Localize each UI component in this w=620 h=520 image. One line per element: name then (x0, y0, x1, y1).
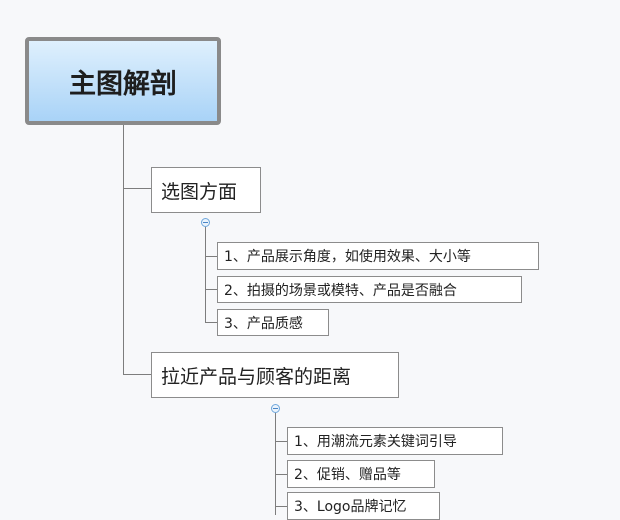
branch-topic-customer-distance[interactable]: 拉近产品与顾客的距离 (151, 352, 399, 398)
subtopic[interactable]: 1、产品展示角度，如使用效果、大小等 (217, 242, 539, 270)
subtopic[interactable]: 1、用潮流元素关键词引导 (287, 427, 503, 455)
branch-topic-label: 选图方面 (161, 180, 238, 203)
connector (205, 289, 217, 290)
branch-topic-image-selection[interactable]: 选图方面 (151, 167, 261, 213)
subtopic-label: 1、用潮流元素关键词引导 (294, 434, 457, 450)
collapse-toggle-icon[interactable] (271, 404, 280, 413)
connector (275, 441, 287, 442)
subtopic[interactable]: 3、Logo品牌记忆 (287, 492, 440, 520)
branch-topic-label: 拉近产品与顾客的距离 (161, 365, 352, 388)
subtopic[interactable]: 2、拍摄的场景或模特、产品是否融合 (217, 276, 522, 303)
root-topic[interactable]: 主图解剖 (25, 37, 221, 125)
connector (205, 227, 206, 322)
subtopic-label: 3、产品质感 (224, 315, 303, 332)
root-topic-label: 主图解剖 (69, 68, 177, 100)
connector (275, 474, 287, 475)
subtopic[interactable]: 3、产品质感 (217, 309, 329, 336)
subtopic-label: 3、Logo品牌记忆 (294, 499, 407, 515)
connector (205, 256, 217, 257)
subtopic-label: 1、产品展示角度，如使用效果、大小等 (224, 249, 471, 265)
subtopic[interactable]: 2、促销、赠品等 (287, 460, 435, 488)
subtopic-label: 2、促销、赠品等 (294, 467, 401, 483)
connector (275, 413, 276, 515)
collapse-toggle-icon[interactable] (201, 218, 210, 227)
connector (123, 125, 124, 374)
subtopic-label: 2、拍摄的场景或模特、产品是否融合 (224, 282, 457, 299)
connector (275, 506, 287, 507)
connector (205, 322, 217, 323)
connector (123, 188, 151, 189)
connector (123, 374, 151, 375)
